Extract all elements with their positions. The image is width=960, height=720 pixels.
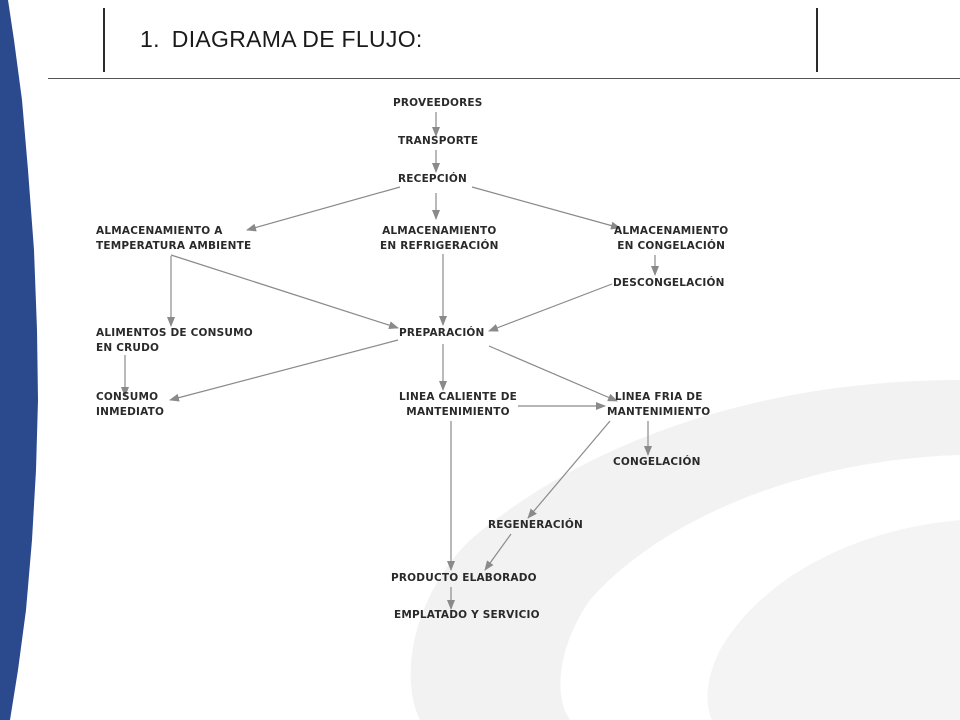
node-transporte: TRANSPORTE bbox=[398, 135, 479, 147]
edge-linea-fria-regeneracion bbox=[527, 420, 611, 519]
title-number: 1. bbox=[140, 26, 160, 52]
node-consumo-inmediato: CONSUMO INMEDIATO bbox=[96, 391, 165, 418]
node-emplatado-servicio: EMPLATADO Y SERVICIO bbox=[394, 609, 540, 621]
title-underline bbox=[48, 78, 960, 79]
edge-descongelacion-preparacion bbox=[488, 283, 613, 332]
node-linea-caliente: LINEA CALIENTE DE MANTENIMIENTO bbox=[399, 391, 518, 418]
node-almacenamiento-refrigeracion: ALMACENAMIENTO EN REFRIGERACIÓN bbox=[380, 225, 499, 252]
title-text: DIAGRAMA DE FLUJO: bbox=[171, 26, 423, 52]
node-almacenamiento-ambiente: ALMACENAMIENTO A TEMPERATURA AMBIENTE bbox=[96, 225, 252, 252]
title-divider-right bbox=[816, 8, 818, 72]
node-regeneracion: REGENERACIÓN bbox=[488, 519, 583, 531]
edge-recepcion-alm-ambiente bbox=[246, 186, 401, 232]
node-preparacion: PREPARACIÓN bbox=[399, 327, 485, 339]
node-congelacion: CONGELACIÓN bbox=[613, 456, 701, 468]
edge-recepcion-alm-congelacion bbox=[471, 186, 621, 230]
sidebar-blue-band bbox=[0, 0, 38, 720]
node-almacenamiento-congelacion: ALMACENAMIENTO EN CONGELACIÓN bbox=[614, 225, 729, 252]
edge-preparacion-consumo bbox=[169, 339, 399, 402]
node-alimentos-crudo: ALIMENTOS DE CONSUMO EN CRUDO bbox=[96, 327, 253, 354]
edge-regeneracion-producto bbox=[484, 533, 512, 571]
watermark-swirl-core bbox=[707, 520, 960, 720]
node-descongelacion: DESCONGELACIÓN bbox=[613, 277, 725, 289]
title-divider-left bbox=[103, 8, 105, 72]
node-proveedores: PROVEEDORES bbox=[393, 97, 483, 109]
node-recepcion: RECEPCIÓN bbox=[398, 173, 467, 185]
edge-alm-ambiente-preparacion bbox=[170, 254, 399, 330]
page-title: 1. DIAGRAMA DE FLUJO: bbox=[140, 26, 423, 53]
node-linea-fria: LINEA FRIA DE MANTENIMIENTO bbox=[607, 391, 711, 418]
node-producto-elaborado: PRODUCTO ELABORADO bbox=[391, 572, 537, 584]
edge-preparacion-linea-fria bbox=[488, 345, 618, 402]
